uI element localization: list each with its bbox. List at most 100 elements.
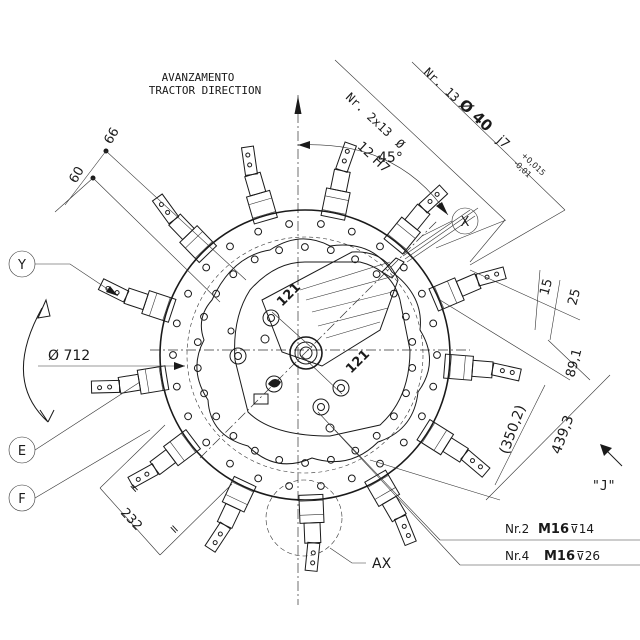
angle-dimension: 45° (297, 141, 449, 216)
bolt-hole (200, 312, 208, 321)
bolt-hole (254, 227, 263, 236)
tine-holder (240, 145, 279, 225)
view-j-marker: "J" (592, 444, 623, 494)
bolt-hole (317, 220, 325, 228)
bolt-hole (433, 351, 441, 359)
bolt-hole (285, 482, 294, 490)
view-y-label: Y (17, 258, 26, 273)
bolt-hole (202, 438, 211, 447)
bolt-hole (399, 438, 408, 447)
tine-holder (204, 475, 257, 553)
bolt-hole (202, 263, 211, 272)
bolt-hole (326, 246, 335, 255)
dim-121-a: 121 (274, 280, 304, 310)
pilot-fit-label: j7 (493, 132, 513, 152)
view-y-marker: Y (8, 250, 119, 297)
bolt-hole (229, 270, 238, 279)
bolt-hole (347, 474, 356, 483)
dim-121-group: 121 121 (271, 280, 373, 395)
tine-holder (443, 353, 522, 382)
tine-holder (383, 184, 449, 255)
bolt-hole (301, 243, 309, 251)
view-j-label: "J" (592, 479, 615, 494)
dim-66-label: 66 (101, 125, 122, 147)
dia-712-label: Ø 712 (48, 348, 90, 364)
thread-callouts: Nr.2 M16 ⊽14 Nr.4 M16 ⊽26 (317, 411, 640, 566)
hole-callouts: Nr. 2x13 Ø 12 H7 Nr. 13 Ø 40 j7 +0,015 -… (334, 59, 566, 266)
thread2-depth: ⊽26 (576, 549, 600, 563)
bolt-hole (229, 432, 238, 440)
bolt-hole (169, 351, 177, 359)
bolt-hole (402, 389, 410, 398)
tine-holder (127, 428, 202, 489)
bolt-hole (376, 459, 384, 468)
bolt-hole (200, 389, 209, 398)
thread1-count: Nr.2 (505, 522, 529, 536)
diagonal-centerline (199, 219, 439, 459)
bolt-hole (372, 270, 381, 279)
tine-holder (416, 418, 491, 478)
dim-121-b: 121 (343, 347, 373, 377)
tine-holder (428, 266, 507, 312)
view-f-marker: F (8, 429, 151, 512)
tine-holder (97, 278, 177, 323)
view-x-marker: X (421, 207, 479, 237)
dim-439-label: 439,3 (549, 413, 578, 456)
bolt-hole (184, 289, 193, 298)
bolt-hole (429, 382, 438, 391)
header-line-2: TRACTOR DIRECTION (149, 84, 262, 97)
bolt-hole (429, 319, 438, 328)
bolt-hole (172, 319, 181, 328)
dim-60-label: 60 (66, 164, 87, 186)
bolt-hole (327, 455, 335, 464)
bolt-hole (317, 482, 325, 490)
bolt-hole (254, 474, 263, 483)
thread1-depth: ⊽14 (570, 522, 594, 536)
bolt-hole (251, 446, 259, 455)
bolt-hole (301, 459, 310, 467)
view-x-label: X (461, 215, 470, 230)
view-e-marker: E (8, 381, 141, 464)
bolt-hole (212, 289, 221, 298)
detail-ax-label: AX (372, 556, 392, 572)
bolt-hole (275, 246, 284, 255)
dim-66-60: 66 60 (54, 125, 247, 303)
bolt-hole (418, 289, 426, 298)
view-f-label: F (18, 492, 25, 507)
tine-holder (90, 365, 170, 395)
bolt-hole (250, 255, 259, 264)
bolt-hole (389, 289, 398, 298)
right-dimensions: 15 25 89,1 (350,2) 439,3 (369, 269, 611, 501)
bolt-hole (193, 364, 202, 373)
bolt-hole (212, 412, 221, 421)
tine-holder (364, 469, 417, 547)
angle-label: 45° (378, 150, 403, 166)
thread2-count: Nr.4 (505, 549, 529, 563)
pilot-dia-label: Ø 40 (455, 95, 496, 135)
header-line-1: AVANZAMENTO (162, 71, 235, 84)
bolt-hole (402, 312, 410, 321)
rotor-body (159, 207, 479, 501)
bolt-hole (172, 382, 181, 391)
bolt-hole (372, 431, 381, 440)
dia-712-dimension: Ø 712 (38, 348, 185, 370)
dim-350-label: (350,2) (497, 403, 529, 456)
bolt-hole (408, 364, 417, 372)
flange-bolt-holes (169, 220, 441, 490)
bolt-hole (376, 242, 384, 251)
equal-1: = (126, 479, 143, 496)
bolt-hole (275, 456, 284, 464)
dim-232-label: 232 (117, 505, 145, 533)
detail-ax: AX (265, 479, 392, 572)
bolt-hole (285, 220, 294, 228)
pilot-count-label: Nr. 13 (421, 65, 462, 105)
tine-holder (298, 493, 325, 572)
bolt-hole (226, 242, 234, 251)
bolt-hole (418, 412, 426, 421)
bolt-hole (351, 446, 360, 455)
dim-89-label: 89,1 (563, 347, 585, 379)
bolt-hole (408, 338, 417, 346)
bolt-hole (347, 227, 356, 236)
bolt-hole (351, 255, 360, 264)
